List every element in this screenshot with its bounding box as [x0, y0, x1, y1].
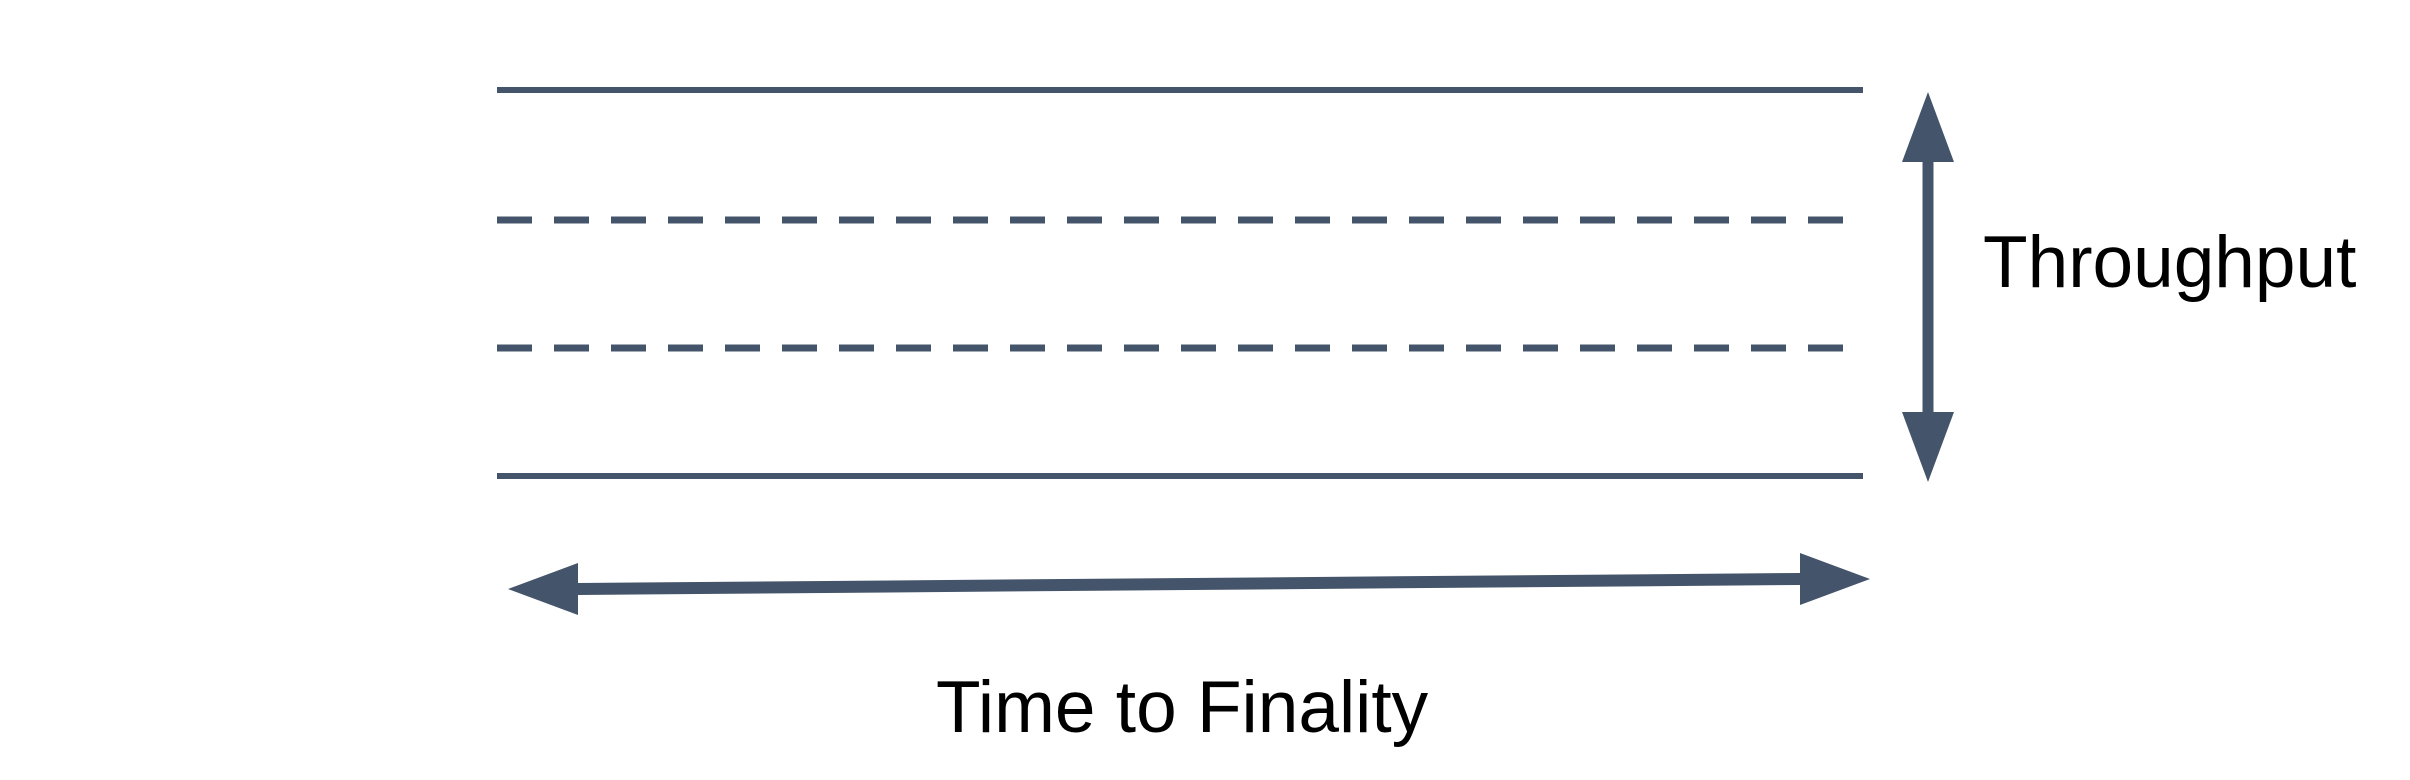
- double-headed-horizontal-arrow-icon: [508, 553, 1870, 615]
- throughput-axis-label: Throughput: [1983, 222, 2357, 303]
- double-headed-vertical-arrow-icon: [1902, 92, 1954, 482]
- time-to-finality-axis-label: Time to Finality: [936, 667, 1429, 748]
